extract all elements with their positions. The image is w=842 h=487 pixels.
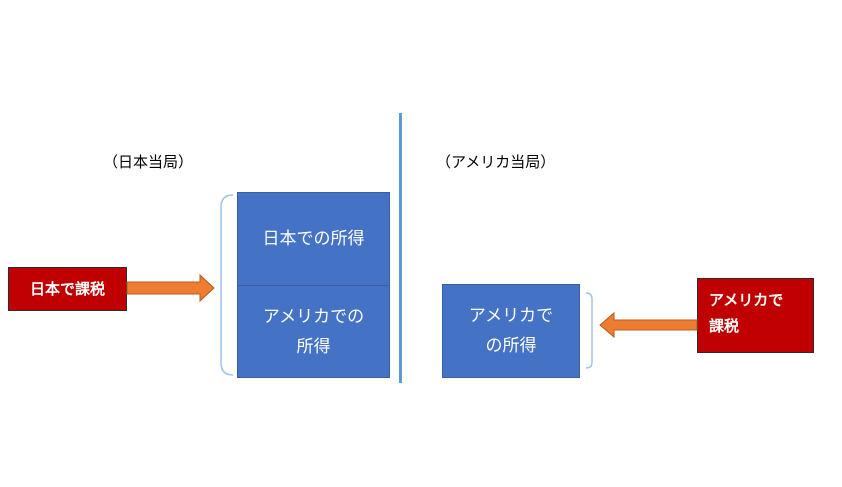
japan-income-box: 日本での所得: [237, 192, 390, 286]
center-divider: [399, 113, 402, 383]
japan-income-label: 日本での所得: [262, 229, 365, 249]
us-taxation-arrow: [599, 311, 698, 339]
japan-taxation-arrow: [126, 273, 215, 303]
japan-authority-heading: （日本当局）: [103, 153, 194, 171]
japan-taxation-label: 日本で課税: [29, 280, 105, 298]
us-income-label-line2: 所得: [296, 336, 331, 357]
us-income-label-line1: アメリカで: [468, 306, 554, 326]
us-income-box-us-side: アメリカで の所得: [442, 284, 580, 378]
us-taxation-label-line2: 課税: [709, 317, 740, 335]
us-income-box-japan-side: アメリカでの 所得: [237, 285, 390, 378]
us-taxation-label-line1: アメリカで: [709, 291, 784, 309]
us-authority-heading: （アメリカ当局）: [436, 153, 556, 171]
us-bracket: [585, 292, 593, 369]
japan-taxation-box: 日本で課税: [8, 267, 127, 311]
us-income-label-line2: の所得: [485, 336, 537, 356]
japan-bracket: [220, 194, 234, 376]
us-taxation-box: アメリカで 課税: [697, 278, 814, 353]
us-income-label-line1: アメリカでの: [262, 306, 365, 327]
